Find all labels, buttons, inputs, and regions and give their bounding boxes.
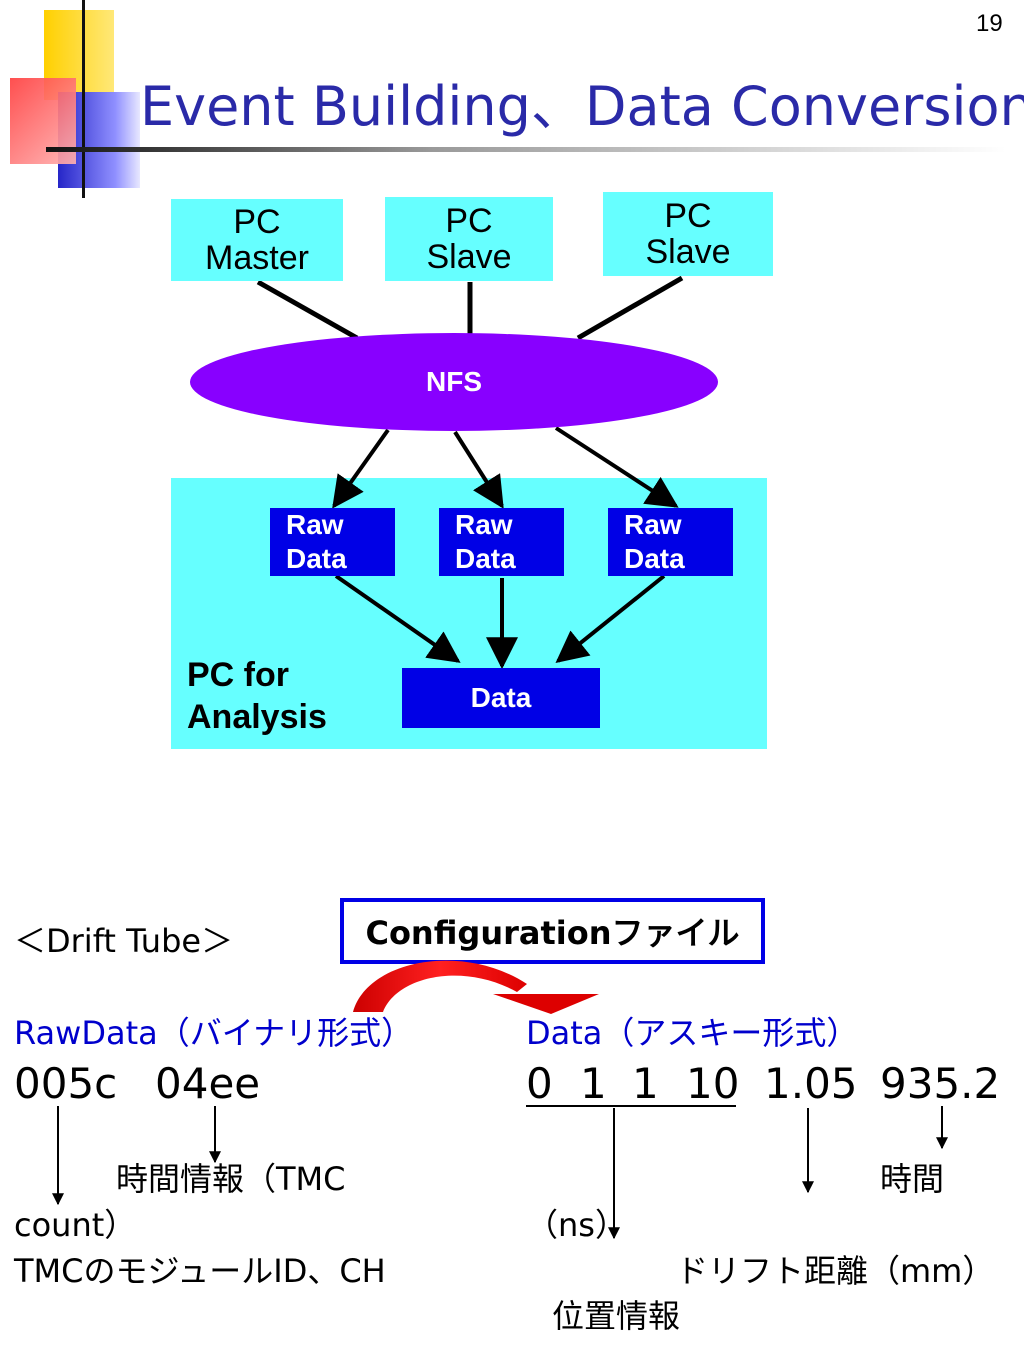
raw-data-box-1: Raw Data	[270, 508, 395, 576]
arrow-raw1-data	[334, 574, 461, 663]
raw-data-box-3: Raw Data	[608, 508, 733, 576]
rawdata-format-label: RawData（バイナリ形式）	[14, 1014, 414, 1052]
ascii-value-2: 1	[580, 1059, 607, 1108]
note-position-info: 位置情報	[552, 1297, 681, 1335]
note-count: count）	[14, 1206, 137, 1244]
decor-vertical-line	[82, 0, 85, 198]
link-master-nfs	[256, 279, 359, 341]
pc-slave-2-line2: Slave	[645, 233, 731, 271]
data-label: Data	[470, 682, 532, 713]
config-file-label: Configurationファイル	[365, 914, 740, 952]
note-ns: （ns）	[526, 1206, 627, 1244]
raw-value-1: 005c	[14, 1059, 118, 1108]
analysis-label-line1: PC for	[187, 656, 289, 694]
ascii-underline	[526, 1105, 736, 1107]
pc-slave-1-line1: PC	[445, 202, 493, 240]
note-time-info: 時間情報（TMC	[116, 1160, 346, 1198]
analysis-label: PC for Analysis	[187, 654, 327, 738]
ascii-value-1: 0	[526, 1059, 553, 1108]
nfs-ellipse: NFS	[190, 333, 718, 431]
arrow-nfs-raw1	[332, 428, 390, 509]
pc-slave-2-line1: PC	[664, 197, 712, 235]
raw-data-3-line1: Raw	[624, 509, 682, 540]
config-file-box: Configurationファイル	[340, 898, 765, 964]
raw-value-2: 04ee	[155, 1059, 261, 1108]
ascii-value-5: 1.05	[764, 1059, 858, 1108]
diagram-connectors	[256, 275, 684, 670]
raw-data-box-2: Raw Data	[439, 508, 564, 576]
raw-data-1-line1: Raw	[286, 509, 344, 540]
pc-slave-box-1: PC Slave	[385, 197, 553, 281]
pc-master-line1: PC	[233, 203, 281, 241]
data-box: Data	[402, 668, 600, 728]
pc-slave-1-line2: Slave	[426, 238, 512, 276]
page-number: 19	[976, 10, 1003, 37]
link-slave2-nfs	[576, 275, 684, 341]
page-title: Event Building、Data Conversion	[140, 75, 1024, 138]
pc-master-line2: Master	[205, 239, 309, 277]
ascii-value-4: 10	[686, 1059, 740, 1108]
raw-data-2-line1: Raw	[455, 509, 513, 540]
pc-slave-box-2: PC Slave	[603, 192, 773, 276]
analysis-label-line2: Analysis	[187, 698, 327, 736]
raw-data-2-line2: Data	[455, 543, 516, 574]
arrow-nfs-raw3	[554, 426, 679, 508]
decor-horizontal-line	[46, 147, 1006, 152]
ascii-data-format-label: Data（アスキー形式）	[526, 1014, 859, 1052]
raw-data-3-line2: Data	[624, 543, 685, 574]
note-time: 時間	[880, 1160, 945, 1198]
ascii-value-3: 1	[632, 1059, 659, 1108]
ascii-value-6: 935.2	[880, 1059, 1001, 1108]
note-module-id: TMCのモジュールID、CH	[14, 1252, 386, 1290]
drift-tube-heading: ＜Drift Tube＞	[14, 922, 234, 960]
conversion-arrow-icon	[353, 960, 599, 1014]
arrow-nfs-raw2	[453, 430, 504, 509]
arrow-raw3-data	[555, 574, 666, 664]
pointer-arrows	[52, 1106, 948, 1240]
nfs-label: NFS	[426, 366, 482, 397]
raw-data-1-line2: Data	[286, 543, 347, 574]
pc-master-box: PC Master	[171, 199, 343, 281]
note-drift-distance: ドリフト距離（mm）	[676, 1252, 995, 1290]
